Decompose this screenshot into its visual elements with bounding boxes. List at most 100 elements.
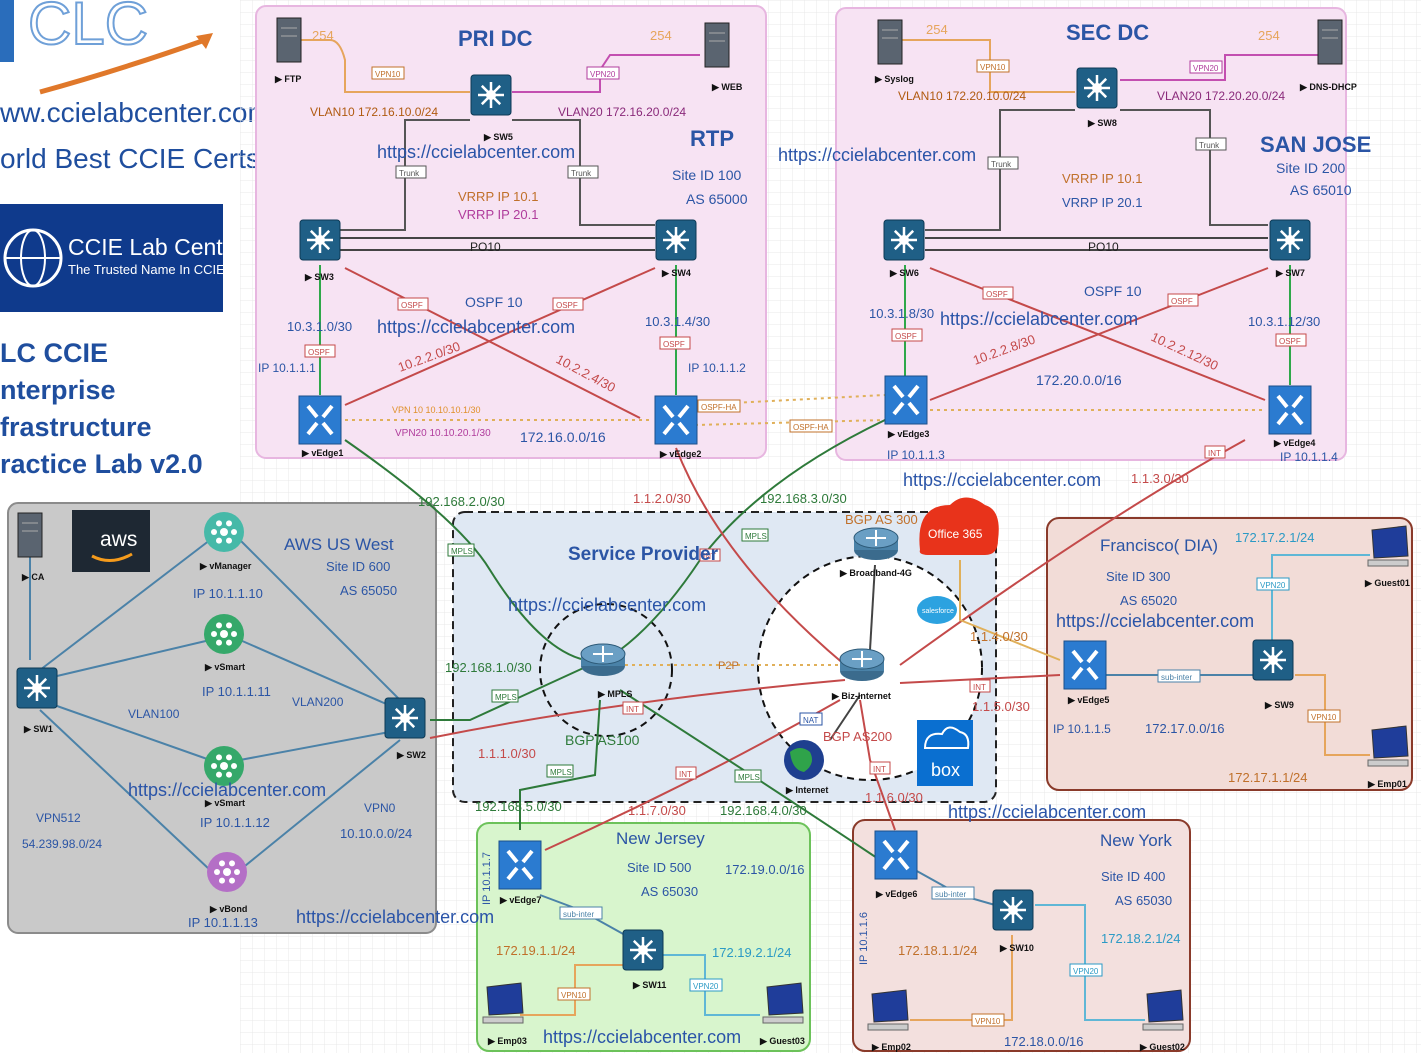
sf-title: Francisco( DIA) <box>1100 536 1218 555</box>
switch-icon[interactable] <box>470 74 512 116</box>
aws-title: AWS US West <box>284 535 394 554</box>
server-icon[interactable] <box>276 17 302 63</box>
url-sec-1: https://ccielabcenter.com <box>778 145 976 165</box>
switch-icon[interactable] <box>299 219 341 261</box>
vedge-router-icon[interactable] <box>498 840 542 890</box>
ny-link-sw10-emp <box>910 935 1013 1021</box>
vedge-router-icon[interactable] <box>654 395 698 445</box>
url-sf: https://ccielabcenter.com <box>1056 611 1254 631</box>
vbond-icon[interactable] <box>207 852 247 892</box>
vlan20-sec: VLAN20 172.20.20.0/24 <box>1157 89 1285 103</box>
ny-emp-net: 172.18.1.1/24 <box>898 943 978 958</box>
aws-logo-icon: aws <box>72 510 150 572</box>
pc-icon[interactable] <box>1142 989 1184 1031</box>
pc-icon[interactable] <box>1367 525 1409 567</box>
server-icon[interactable] <box>17 512 43 558</box>
sf-link-sw9-guest <box>1271 554 1370 645</box>
pc-icon[interactable] <box>762 982 804 1024</box>
n1-1-5: 1.1.5.0/30 <box>972 699 1030 714</box>
switch-icon[interactable] <box>622 929 664 971</box>
vedge-router-icon[interactable] <box>1063 640 1107 690</box>
device-label: ▶ SW10 <box>999 943 1034 953</box>
pri-vrrp2: VRRP IP 20.1 <box>458 207 538 222</box>
logo-subtitle: The Trusted Name In CCIE <box>68 262 225 277</box>
sf-subnet: 172.17.0.0/16 <box>1145 721 1225 736</box>
aws-link-7 <box>239 729 401 761</box>
device-label: ▶ Emp02 <box>871 1042 911 1052</box>
sec-vrrp1: VRRP IP 10.1 <box>1062 171 1142 186</box>
switch-icon[interactable] <box>1269 219 1311 261</box>
vedge-router-icon[interactable] <box>1268 385 1312 435</box>
url-sp: https://ccielabcenter.com <box>508 595 706 615</box>
vsmart1-icon[interactable] <box>204 614 244 654</box>
sec-subnet: 172.20.0.0/16 <box>1036 372 1122 388</box>
ny-link-sw10-guest <box>1035 904 1145 1021</box>
ip-vedge3: IP 10.1.1.3 <box>887 448 945 462</box>
ny-region <box>852 819 1191 1052</box>
aws-link-6 <box>239 639 401 711</box>
router-icon[interactable] <box>580 643 626 676</box>
link-tag: OSPF <box>982 286 1014 300</box>
device-label: ▶ SW7 <box>1275 268 1305 278</box>
switch-icon[interactable] <box>384 697 426 739</box>
pc-icon[interactable] <box>1367 725 1409 767</box>
link-tag-text: VPN20 <box>1193 64 1219 73</box>
lab-title: LC CCIE nterprise frastructure ractice L… <box>0 335 203 483</box>
server-icon[interactable] <box>877 19 903 65</box>
device-label: ▶ WEB <box>711 82 743 92</box>
link-tag-text: INT <box>973 683 986 692</box>
link-tag: INT <box>869 761 891 775</box>
brand-tagline: orld Best CCIE Certs <box>0 143 260 174</box>
link-tag: Trunk <box>395 165 427 179</box>
link-sw1-sw2-aws <box>430 664 591 721</box>
link-tag: INT <box>1204 445 1226 459</box>
link-tag-text: VPN10 <box>375 70 401 79</box>
switch-icon[interactable] <box>655 219 697 261</box>
nj-site-id: Site ID 500 <box>627 860 691 875</box>
pc-icon[interactable] <box>482 982 524 1024</box>
svg-text:CLC: CLC <box>28 0 148 57</box>
switch-icon[interactable] <box>16 667 58 709</box>
router-icon[interactable] <box>839 648 885 681</box>
ip-vedge5: IP 10.1.1.5 <box>1053 722 1111 736</box>
switch-icon[interactable] <box>1076 67 1118 109</box>
ny-subnet: 172.18.0.0/16 <box>1004 1034 1084 1049</box>
vedge-router-icon[interactable] <box>874 830 918 880</box>
ny-site-id: Site ID 400 <box>1101 869 1165 884</box>
switch-icon[interactable] <box>1252 639 1294 681</box>
vmanager-icon[interactable] <box>204 512 244 552</box>
link-tag-text: OSPF <box>1279 337 1301 346</box>
server-icon[interactable] <box>704 22 730 68</box>
box-text: box <box>931 760 960 780</box>
switch-icon[interactable] <box>883 219 925 261</box>
link-tag: sub-inter <box>559 906 603 920</box>
bgp-bb: BGP AS 300 <box>845 512 918 527</box>
pc-icon[interactable] <box>867 989 909 1031</box>
sec-site-id: Site ID 200 <box>1276 160 1345 176</box>
router-icon[interactable] <box>853 527 899 560</box>
vsmart2-icon[interactable] <box>204 746 244 786</box>
vedge-router-icon[interactable] <box>884 375 928 425</box>
vedge-router-icon[interactable] <box>298 395 342 445</box>
url-aws-1: https://ccielabcenter.com <box>128 780 326 800</box>
link-tag-text: sub-inter <box>935 890 966 899</box>
link-tag-text: MPLS <box>745 532 767 541</box>
link-tag: INT <box>675 766 697 780</box>
link-sw8-sw6 <box>925 109 1075 231</box>
link-tag-text: MPLS <box>550 768 572 777</box>
link-tag: MPLS <box>734 769 762 783</box>
sf-site-id: Site ID 300 <box>1106 569 1170 584</box>
link-vedge5-bb <box>959 560 1061 661</box>
switch-icon[interactable] <box>992 889 1034 931</box>
brand-site-text: ww.ccielabcenter.com <box>0 97 271 128</box>
link-tag-text: OSPF-HA <box>701 403 737 412</box>
aws-vpn0-net: 10.10.0.0/24 <box>340 826 412 841</box>
sf-as: AS 65020 <box>1120 593 1177 608</box>
link-tag-text: Trunk <box>399 169 420 178</box>
server-icon[interactable] <box>1317 19 1343 65</box>
pri-site-name: RTP <box>690 126 734 151</box>
link-tag-text: INT <box>873 765 886 774</box>
link-tag: VPN10 <box>557 987 591 1001</box>
